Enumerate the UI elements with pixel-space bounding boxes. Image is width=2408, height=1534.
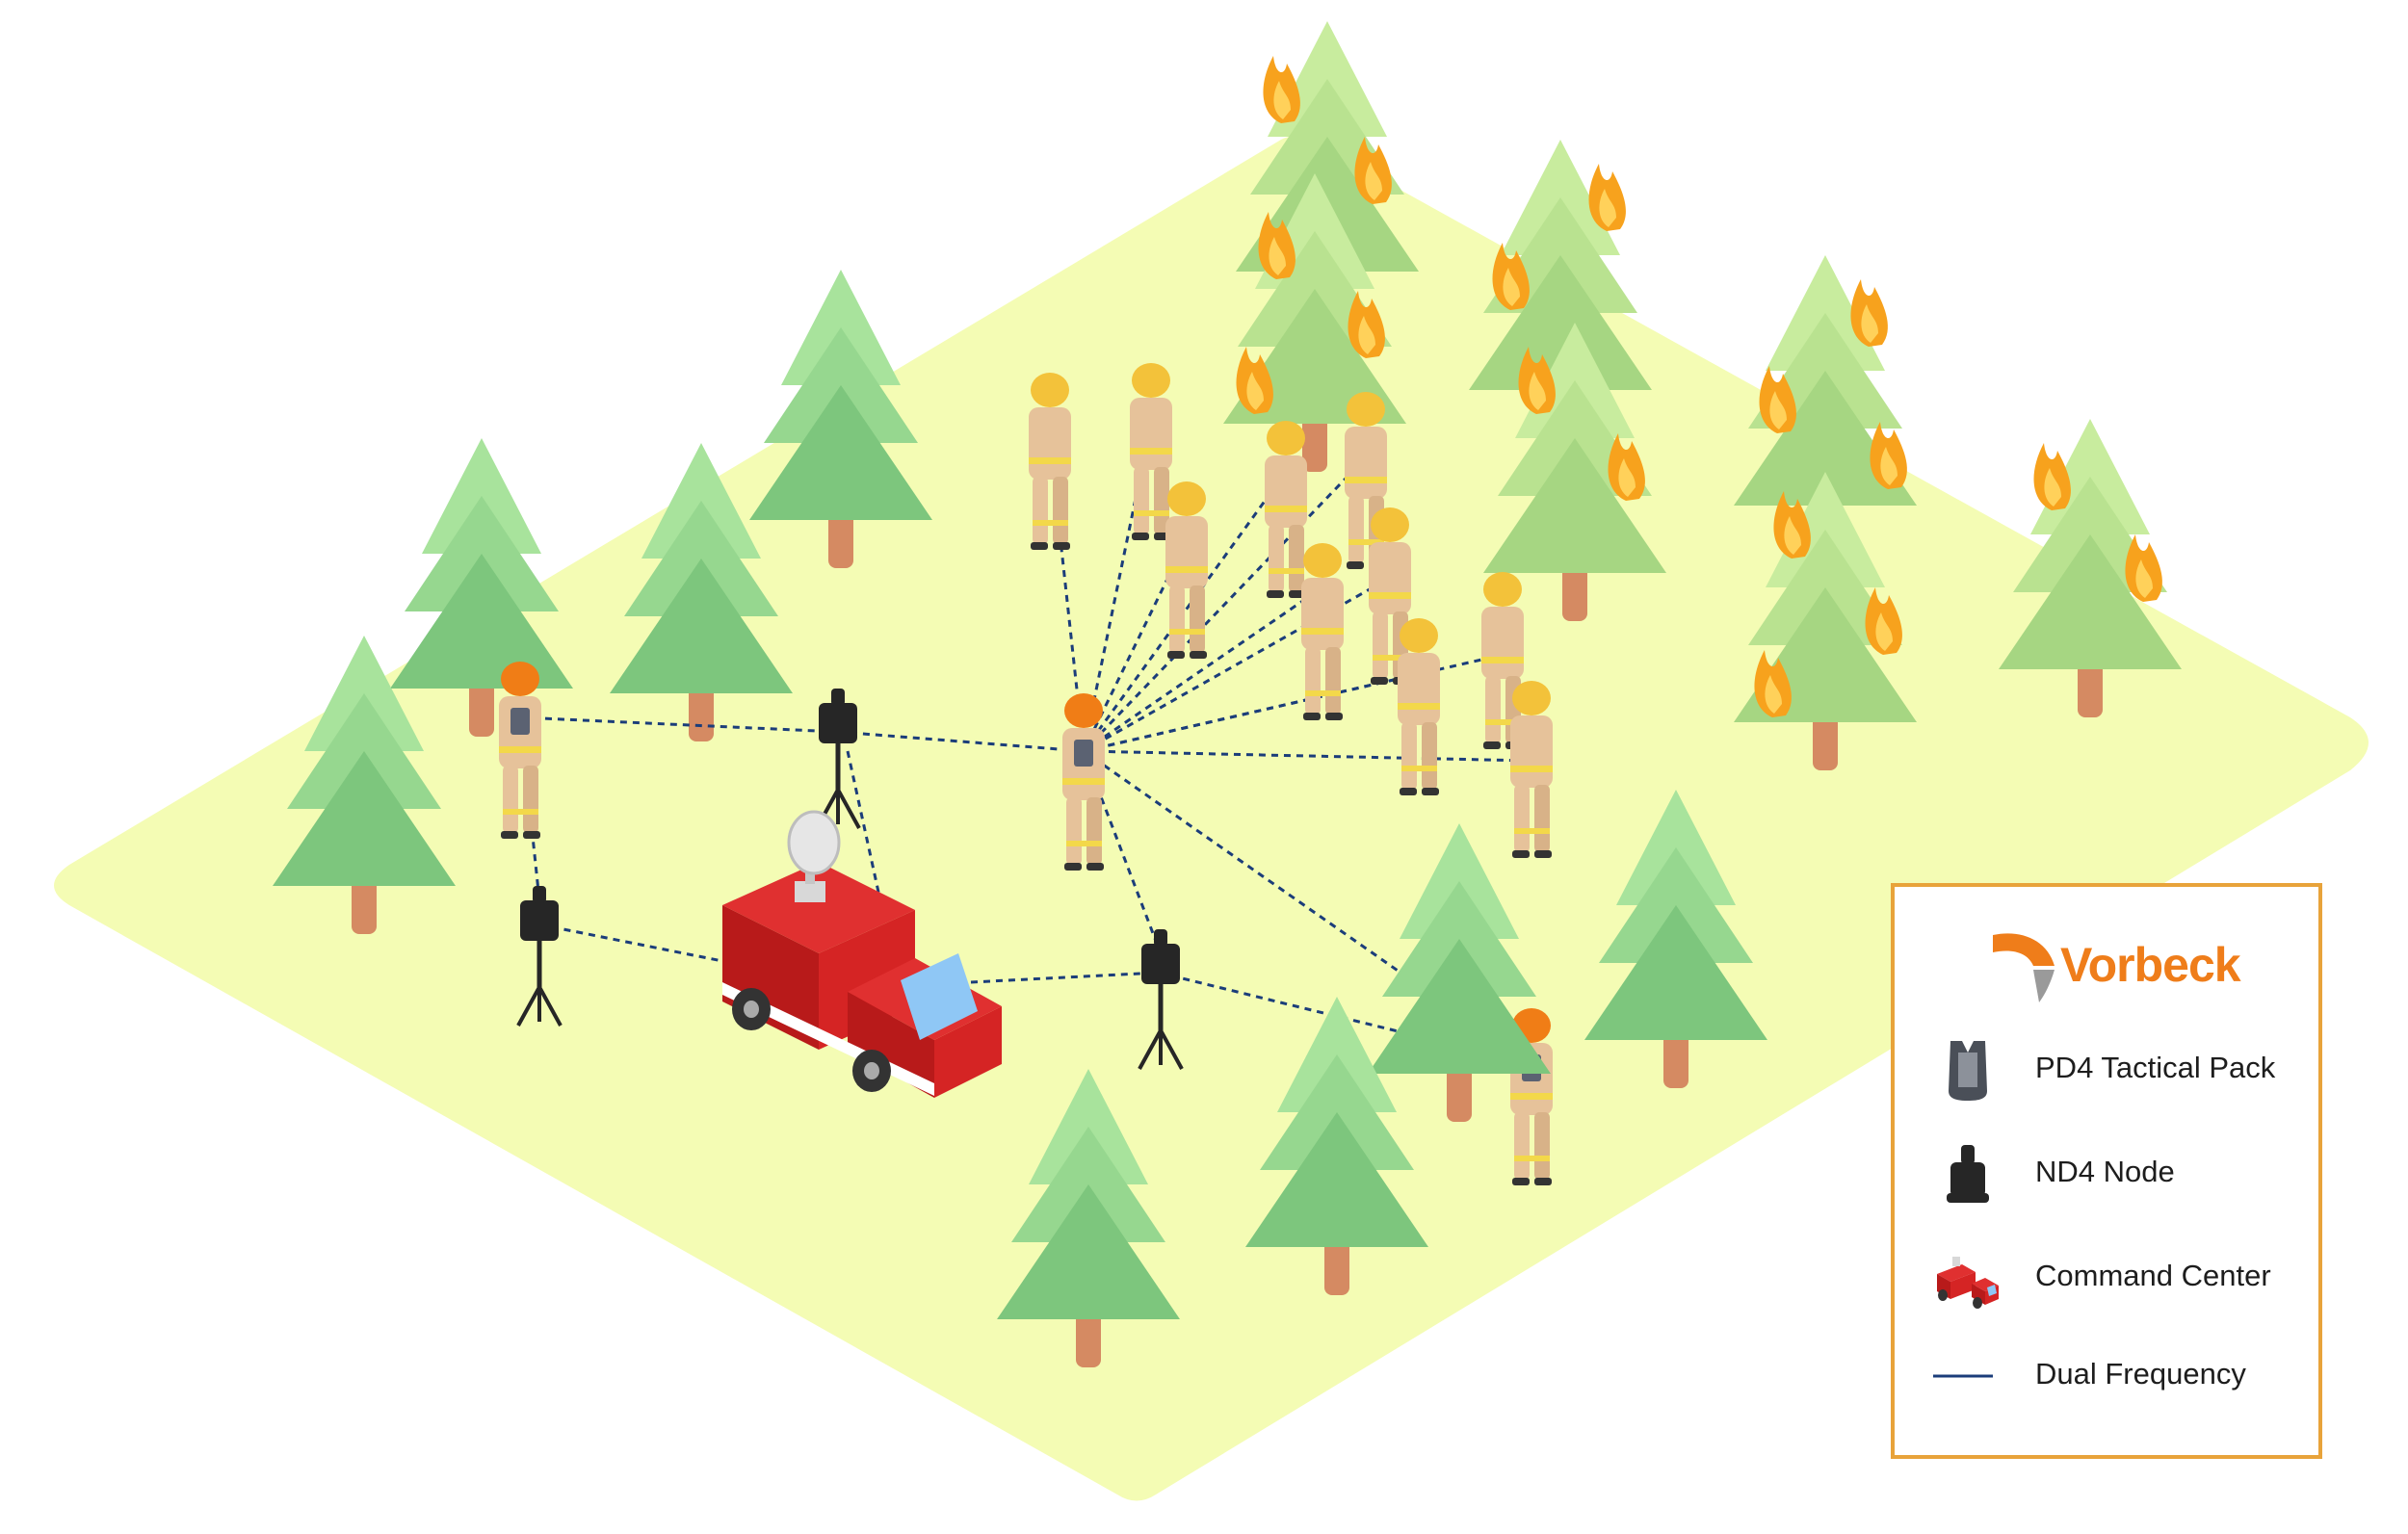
firefighter (1029, 373, 1071, 550)
vorbeck-logo-icon (1993, 933, 2055, 1002)
tactical-pack-icon (1949, 1041, 1987, 1101)
firefighter (1510, 681, 1553, 858)
node-icon (1947, 1145, 1989, 1203)
legend-label: Command Center (2035, 1259, 2271, 1292)
firefighter-with-tactical-pack (499, 662, 541, 839)
legend-item-command-center: Command Center (1929, 1239, 2315, 1316)
flame-icon (1263, 56, 1300, 123)
legend-item-node: ND4 Node (1929, 1135, 2315, 1212)
firefighter (1398, 618, 1440, 795)
firefighter (1130, 363, 1172, 540)
fire-truck-icon (1937, 1257, 1999, 1309)
legend-label: PD4 Tactical Pack (2035, 1051, 2276, 1084)
legend-item-tactical-pack: PD4 Tactical Pack (1929, 1031, 2315, 1108)
flame-icon (2033, 443, 2071, 510)
firefighter-with-tactical-pack (1062, 693, 1105, 871)
brand-name: Vorbeck (2060, 938, 2241, 992)
legend-label: ND4 Node (2035, 1155, 2175, 1188)
legend-item-dual-frequency: Dual Frequency (1929, 1338, 2315, 1415)
firefighter (1165, 481, 1208, 659)
firefighter (1265, 421, 1307, 598)
command-center-truck (722, 810, 1002, 1098)
legend-panel: Vorbeck PD4 Tactical Pack ND4 Node (1891, 883, 2322, 1459)
legend-label: Dual Frequency (2035, 1357, 2246, 1391)
brand-logo: Vorbeck (1991, 925, 2261, 1012)
dashed-line-icon (1933, 1374, 1993, 1378)
firefighter (1301, 543, 1344, 720)
